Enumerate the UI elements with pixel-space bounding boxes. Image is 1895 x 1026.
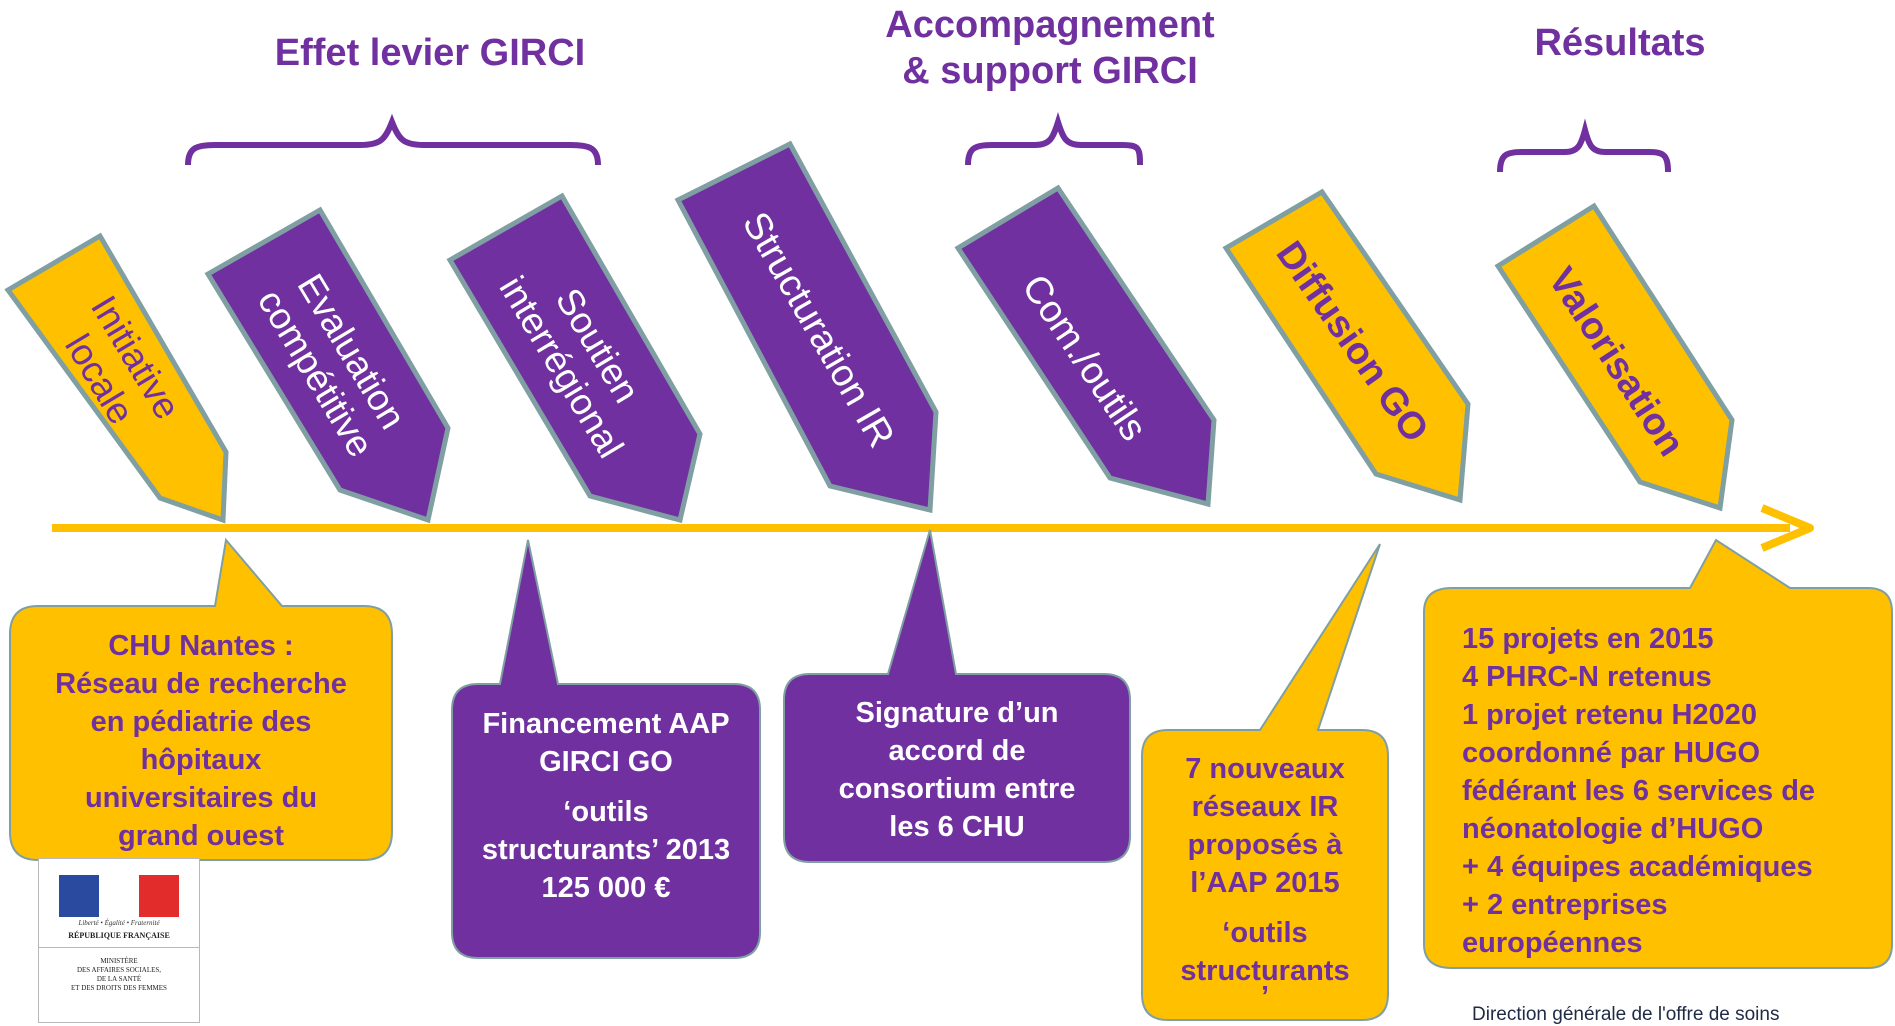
callout-line: néonatologie d’HUGO [1462, 813, 1764, 845]
callout-line: ’ [1260, 981, 1270, 1013]
callout-reseaux-text: 7 nouveaux réseaux IR proposés à l’AAP 2… [1146, 750, 1384, 1013]
callout-line: grand ouest [118, 820, 284, 852]
logo-republic: RÉPUBLIQUE FRANÇAISE [68, 931, 170, 940]
callout-line: + 2 entreprises [1462, 889, 1668, 921]
callout-line: universitaires du [84, 782, 318, 814]
callout-line: Réseau de recherche [55, 668, 347, 700]
callout-line: Financement AAP [482, 708, 730, 740]
brace-label-line: Accompagnement [885, 4, 1215, 46]
callout-resultats-text: 15 projets en 2015 4 PHRC-N retenus 1 pr… [1462, 620, 1882, 962]
brace-resultats [1497, 118, 1671, 173]
republique-francaise-logo: Liberté • Égalité • Fraternité RÉPUBLIQU… [38, 858, 200, 1023]
callout-line: 15 projets en 2015 [1462, 623, 1714, 655]
callout-line: accord de [888, 735, 1026, 767]
tricolor-flag-icon [59, 875, 179, 917]
callout-signature-text: Signature d’un accord de consortium entr… [788, 694, 1126, 846]
callout-line: coordonné par HUGO [1462, 737, 1761, 769]
callout-line: consortium entre [838, 773, 1076, 805]
stage-arrow-com [954, 184, 1217, 508]
logo-divider [39, 947, 199, 948]
callout-line: 7 nouveaux [1185, 753, 1345, 785]
footer-text: Direction générale de l'offre de soins [1472, 1004, 1780, 1025]
brace-label-effet-levier: Effet levier GIRCI [274, 32, 586, 74]
stage-arrow-evaluation [204, 206, 451, 524]
callout-chu-shape [9, 537, 393, 861]
callout-line: l’AAP 2015 [1190, 867, 1340, 899]
callout-line: les 6 CHU [889, 811, 1025, 843]
callout-line: fédérant les 6 services de [1462, 775, 1816, 807]
stage-arrow-soutien [446, 192, 703, 524]
logo-ministry: MINISTÈRE DES AFFAIRES SOCIALES, DE LA S… [71, 957, 167, 992]
callout-line: européennes [1462, 927, 1643, 959]
callout-line: + 4 équipes académiques [1462, 851, 1813, 883]
callout-line: structurants [1180, 955, 1350, 987]
callout-financement-shape [451, 539, 761, 959]
brace-label-accompagnement: Accompagnement & support GIRCI [850, 2, 1250, 94]
logo-motto: Liberté • Égalité • Fraternité [78, 919, 160, 927]
callout-line: réseaux IR [1191, 791, 1339, 823]
callout-line: ‘outils [1222, 917, 1308, 949]
callout-reseaux-shape [1141, 543, 1389, 1021]
brace-label-line: & support GIRCI [902, 50, 1198, 92]
callout-line: en pédiatrie des [90, 706, 312, 738]
stage-arrow-valorisation [1494, 202, 1735, 512]
callout-line: structurants’ 2013 [481, 834, 731, 866]
callout-line: 1 projet retenu H2020 [1462, 699, 1757, 731]
stage-arrow-structuration [674, 140, 939, 514]
callout-line: hôpitaux [140, 744, 262, 776]
brace-accompagnement [965, 111, 1143, 166]
callout-line: CHU Nantes : [108, 630, 294, 662]
callout-line: 4 PHRC-N retenus [1462, 661, 1712, 693]
stage-arrow-diffusion [1222, 188, 1471, 504]
callout-line: 125 000 € [541, 872, 671, 904]
callout-signature-shape [783, 529, 1131, 863]
callout-line: Signature d’un [855, 697, 1059, 729]
callout-line: GIRCI GO [539, 746, 673, 778]
brace-effet-levier [185, 113, 601, 166]
callout-line: proposés à [1187, 829, 1343, 861]
callout-line: ‘outils [563, 796, 649, 828]
callout-chu-text: CHU Nantes : Réseau de recherche en pédi… [20, 627, 382, 855]
brace-label-resultats: Résultats [1534, 22, 1706, 64]
callout-financement-text: Financement AAP GIRCI GO ‘outils structu… [455, 705, 757, 907]
timeline-arrowhead [1760, 504, 1814, 552]
stage-arrow-initiative [4, 232, 229, 524]
callout-resultats-shape [1423, 538, 1893, 969]
